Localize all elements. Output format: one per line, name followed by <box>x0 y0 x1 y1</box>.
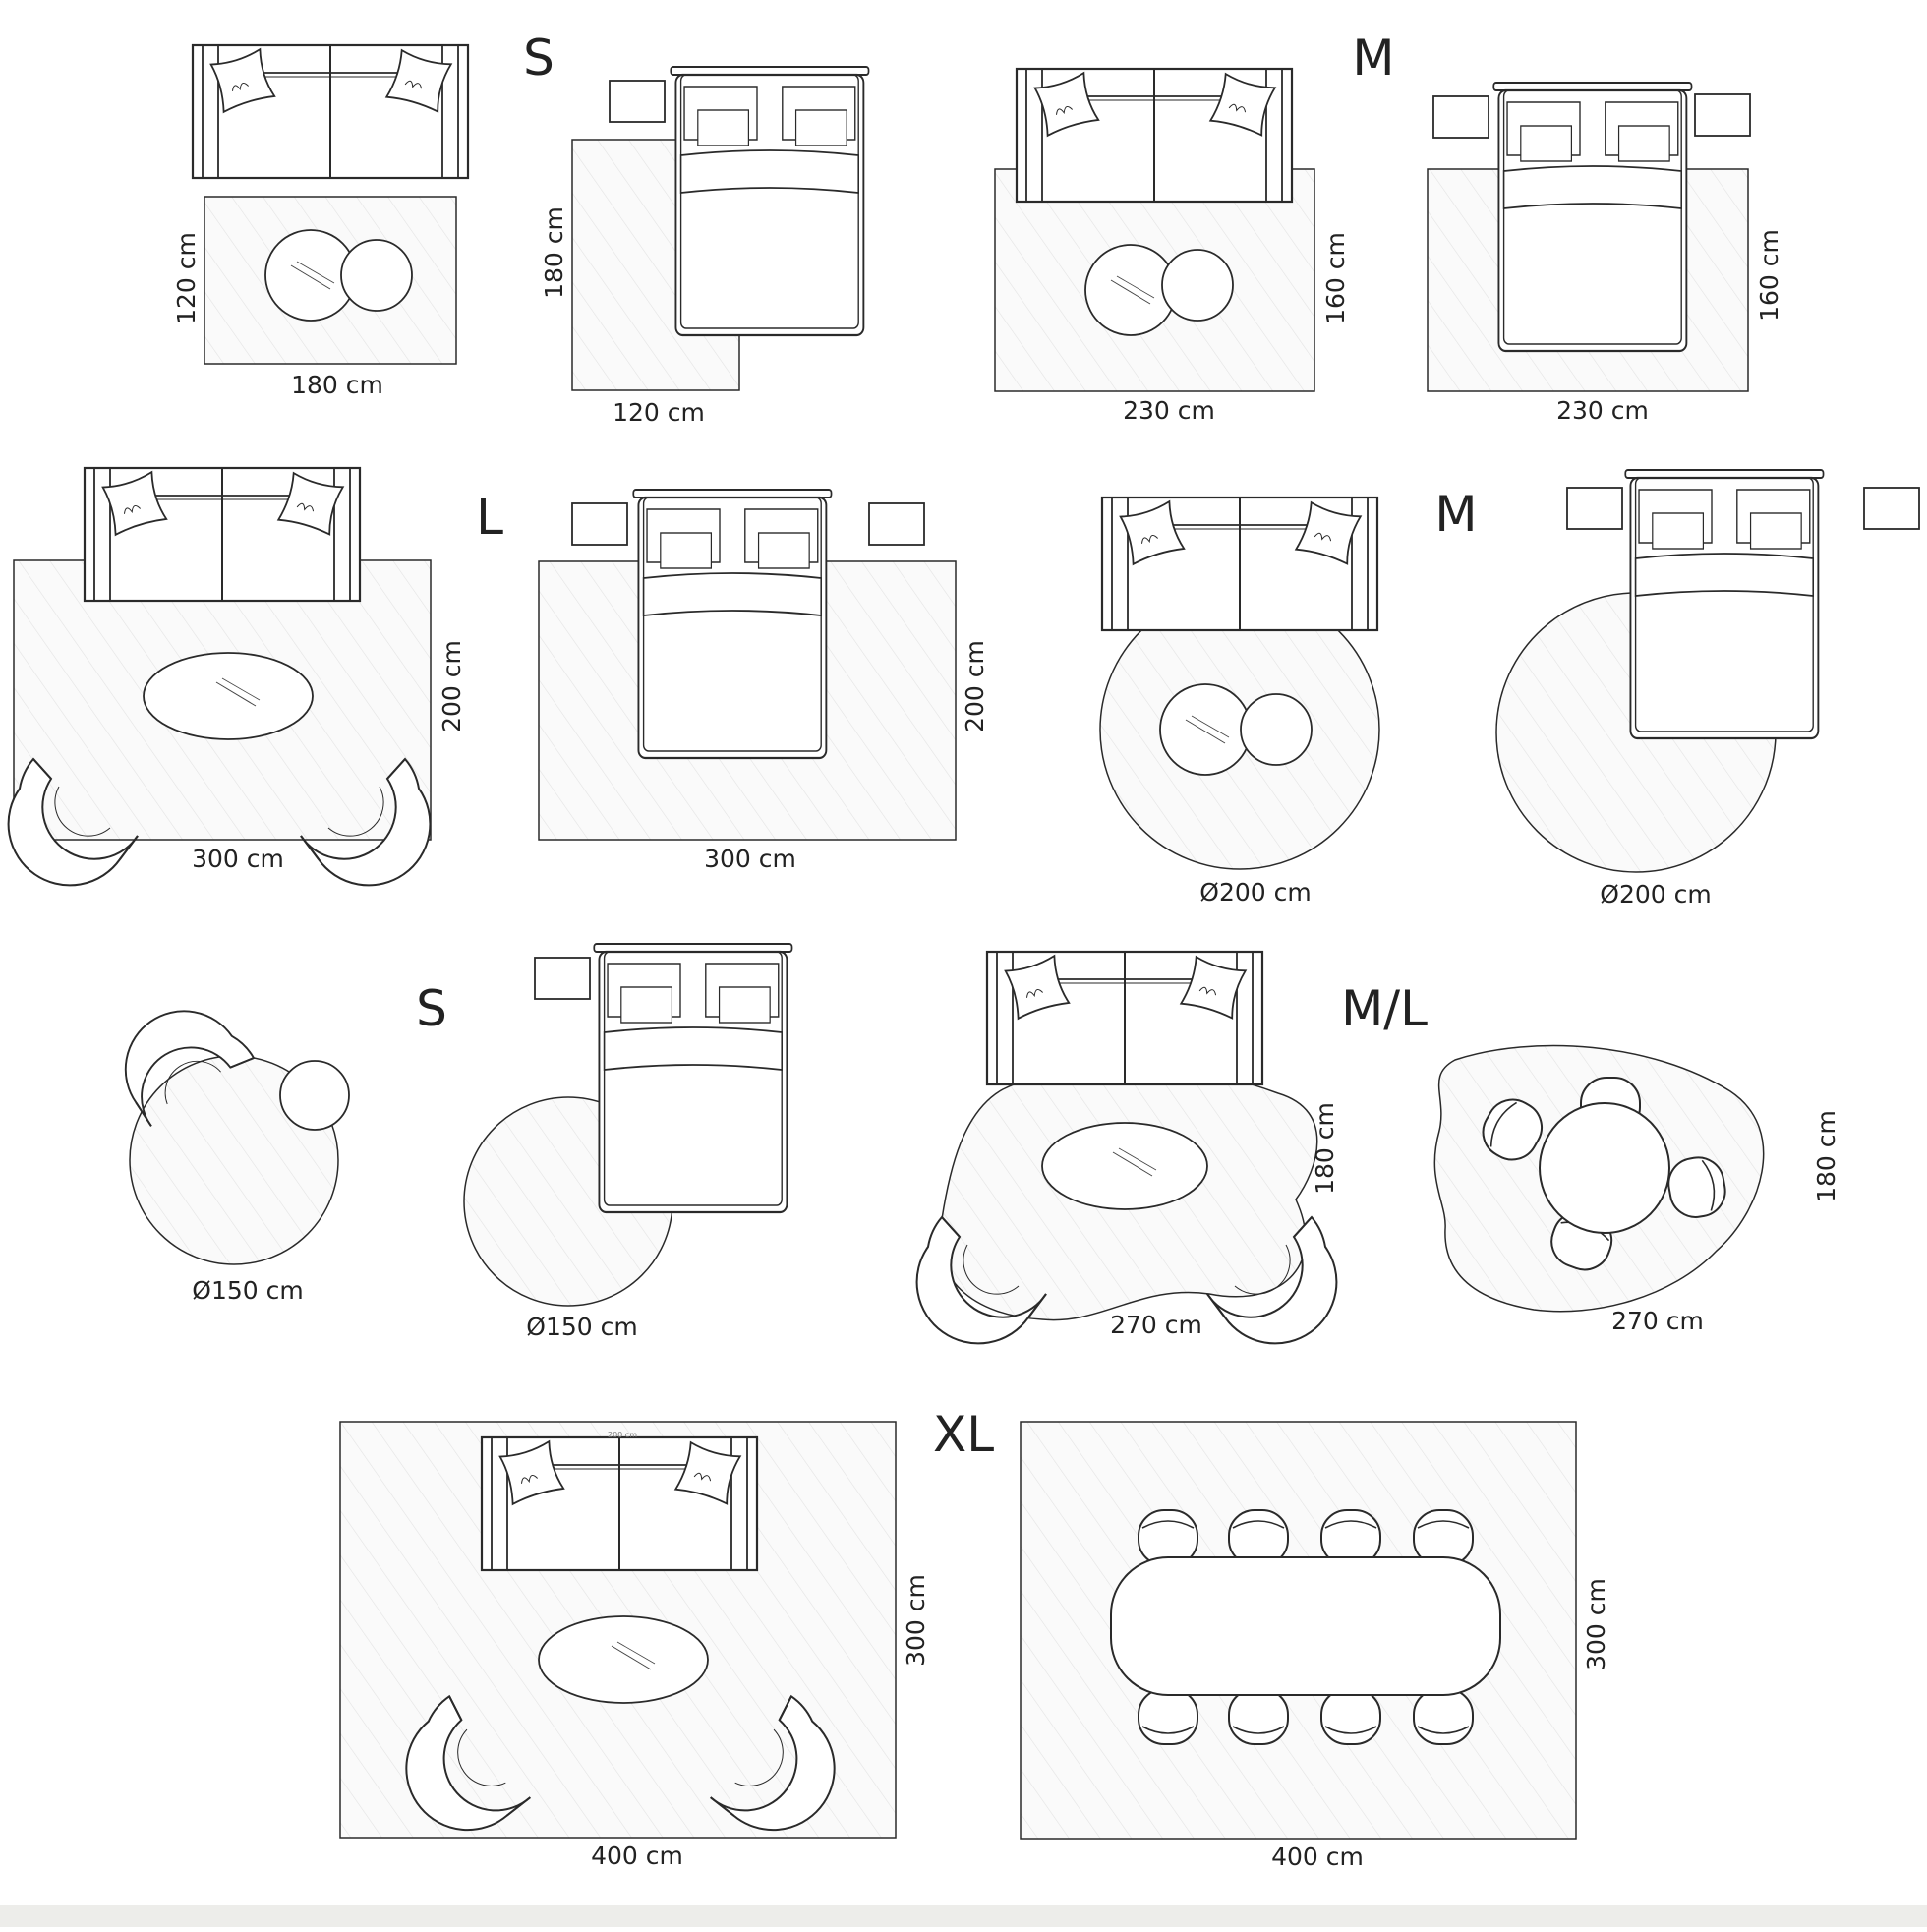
dimension-label: 200 cm <box>961 640 989 732</box>
layout-living-m <box>994 69 1315 392</box>
side-table-icon <box>279 1060 350 1131</box>
dimension-label: 160 cm <box>1755 229 1783 322</box>
bed-icon <box>1624 468 1825 740</box>
layout-bedroom-m <box>1427 81 1751 392</box>
dining-chair-icon <box>1413 1688 1474 1745</box>
sofa-icon <box>1102 498 1377 630</box>
dimension-label: Ø200 cm <box>1199 878 1311 907</box>
dimension-label: 300 cm <box>192 845 284 873</box>
dimension-label: 400 cm <box>591 1842 683 1870</box>
dimension-label: 300 cm <box>902 1574 930 1667</box>
side-table-icon <box>340 239 413 312</box>
layout-living-l <box>7 468 432 887</box>
dimension-label: 230 cm <box>1123 396 1215 425</box>
footer-band <box>0 1905 1927 1927</box>
dimension-label: 400 cm <box>1271 1843 1364 1871</box>
dimension-label: Ø200 cm <box>1600 880 1711 908</box>
dimension-label: 180 cm <box>291 371 383 399</box>
layout-dining-xl <box>1020 1421 1577 1840</box>
layout-reading-s <box>105 993 350 1265</box>
size-label: S <box>523 29 555 87</box>
dining-chair-icon <box>1138 1688 1198 1745</box>
side-table-icon <box>1161 249 1234 322</box>
size-label: XL <box>933 1406 994 1463</box>
coffee-table-icon <box>1041 1122 1208 1210</box>
sofa-icon <box>987 952 1262 1084</box>
dining-table-icon <box>1110 1556 1501 1696</box>
nightstand-icon <box>571 502 628 546</box>
dining-chair-icon <box>1320 1688 1381 1745</box>
coffee-table-icon <box>538 1615 709 1704</box>
sofa-icon <box>482 1437 757 1570</box>
dimension-label: 300 cm <box>1582 1578 1610 1670</box>
sofa-width-note: 200 cm <box>608 1431 637 1439</box>
nightstand-icon <box>1566 487 1623 530</box>
layout-bedroom-s-round <box>463 942 793 1307</box>
dimension-label: Ø150 cm <box>192 1276 303 1305</box>
dimension-label: 230 cm <box>1556 396 1649 425</box>
coffee-table-icon <box>143 652 314 740</box>
nightstand-icon <box>1432 95 1489 139</box>
size-label: S <box>416 980 447 1037</box>
size-label: M/L <box>1341 980 1428 1037</box>
side-table-icon <box>1240 693 1313 766</box>
sofa-icon <box>85 468 360 601</box>
coffee-table-icon <box>1159 683 1252 776</box>
dining-chair-icon <box>1228 1688 1289 1745</box>
layout-bedroom-s <box>571 65 870 391</box>
dimension-label: 200 cm <box>438 640 466 732</box>
dimension-label: 270 cm <box>1110 1311 1202 1339</box>
bed-icon <box>593 942 793 1214</box>
nightstand-icon <box>1694 93 1751 137</box>
dimension-label: 120 cm <box>613 398 705 427</box>
size-label: L <box>476 489 503 546</box>
bed-icon <box>670 65 870 337</box>
layout-dining-ml-organic <box>1433 1044 1765 1313</box>
layout-bedroom-m-round <box>1495 468 1920 873</box>
sofa-icon <box>1017 69 1292 202</box>
nightstand-icon <box>868 502 925 546</box>
nightstand-icon <box>1863 487 1920 530</box>
dimension-label: 180 cm <box>1812 1110 1840 1202</box>
dimension-label: 180 cm <box>1311 1102 1339 1195</box>
size-label: M <box>1434 486 1477 543</box>
bed-icon <box>1492 81 1693 353</box>
layout-living-xl: 200 cm <box>339 1421 897 1846</box>
dimension-label: 180 cm <box>540 206 568 299</box>
layout-bedroom-l <box>538 488 957 841</box>
size-label: M <box>1352 29 1394 87</box>
dimension-label: 120 cm <box>172 232 201 324</box>
dimension-label: 160 cm <box>1321 232 1350 324</box>
layout-living-ml-organic <box>915 952 1338 1345</box>
nightstand-icon <box>609 80 666 123</box>
dining-table-icon <box>1539 1102 1670 1234</box>
nightstand-icon <box>534 957 591 1000</box>
sofa-icon <box>193 45 468 178</box>
layout-living-s <box>193 45 468 365</box>
dimension-label: Ø150 cm <box>526 1313 637 1341</box>
dimension-label: 300 cm <box>704 845 796 873</box>
bed-icon <box>632 488 833 760</box>
layout-living-m-round <box>1099 498 1380 870</box>
dimension-label: 270 cm <box>1611 1307 1704 1335</box>
